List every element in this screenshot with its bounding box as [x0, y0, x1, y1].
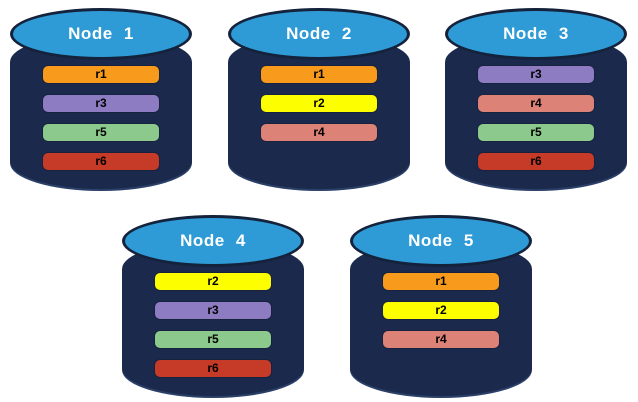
replica-list: r1 r2 r4 — [261, 66, 377, 153]
replica-list: r1 r3 r5 r6 — [43, 66, 159, 182]
replica-bar-r2: r2 — [383, 302, 499, 319]
node-title: Node 3 — [503, 24, 569, 43]
replica-list: r1 r2 r4 — [383, 273, 499, 360]
replica-bar-r2: r2 — [261, 95, 377, 112]
replica-list: r2 r3 r5 r6 — [155, 273, 271, 389]
cylinder-top: Node 4 — [122, 215, 304, 267]
replica-bar-r1: r1 — [43, 66, 159, 83]
replica-bar-r4: r4 — [383, 331, 499, 348]
replica-bar-r1: r1 — [261, 66, 377, 83]
replica-bar-r4: r4 — [478, 95, 594, 112]
node-title: Node 5 — [408, 231, 474, 250]
node-title: Node 1 — [68, 24, 134, 43]
replica-bar-r5: r5 — [155, 331, 271, 348]
cylinder-top: Node 2 — [228, 8, 410, 60]
cylinder-top: Node 5 — [350, 215, 532, 267]
replica-bar-r6: r6 — [43, 153, 159, 170]
node-3: Node 3 r3 r4 r5 r6 — [445, 8, 627, 191]
node-title: Node 2 — [286, 24, 352, 43]
node-2: Node 2 r1 r2 r4 — [228, 8, 410, 191]
replica-bar-r6: r6 — [478, 153, 594, 170]
replica-bar-r3: r3 — [155, 302, 271, 319]
replica-bar-r2: r2 — [155, 273, 271, 290]
node-4: Node 4 r2 r3 r5 r6 — [122, 215, 304, 398]
replica-bar-r4: r4 — [261, 124, 377, 141]
replica-bar-r3: r3 — [478, 66, 594, 83]
replica-list: r3 r4 r5 r6 — [478, 66, 594, 182]
replica-bar-r1: r1 — [383, 273, 499, 290]
node-1: Node 1 r1 r3 r5 r6 — [10, 8, 192, 191]
cylinder-top: Node 3 — [445, 8, 627, 60]
replica-bar-r5: r5 — [43, 124, 159, 141]
replica-bar-r6: r6 — [155, 360, 271, 377]
cylinder-body — [228, 34, 410, 191]
cylinder-body — [350, 241, 532, 398]
replica-bar-r5: r5 — [478, 124, 594, 141]
node-5: Node 5 r1 r2 r4 — [350, 215, 532, 398]
node-title: Node 4 — [180, 231, 246, 250]
replica-bar-r3: r3 — [43, 95, 159, 112]
cylinder-top: Node 1 — [10, 8, 192, 60]
